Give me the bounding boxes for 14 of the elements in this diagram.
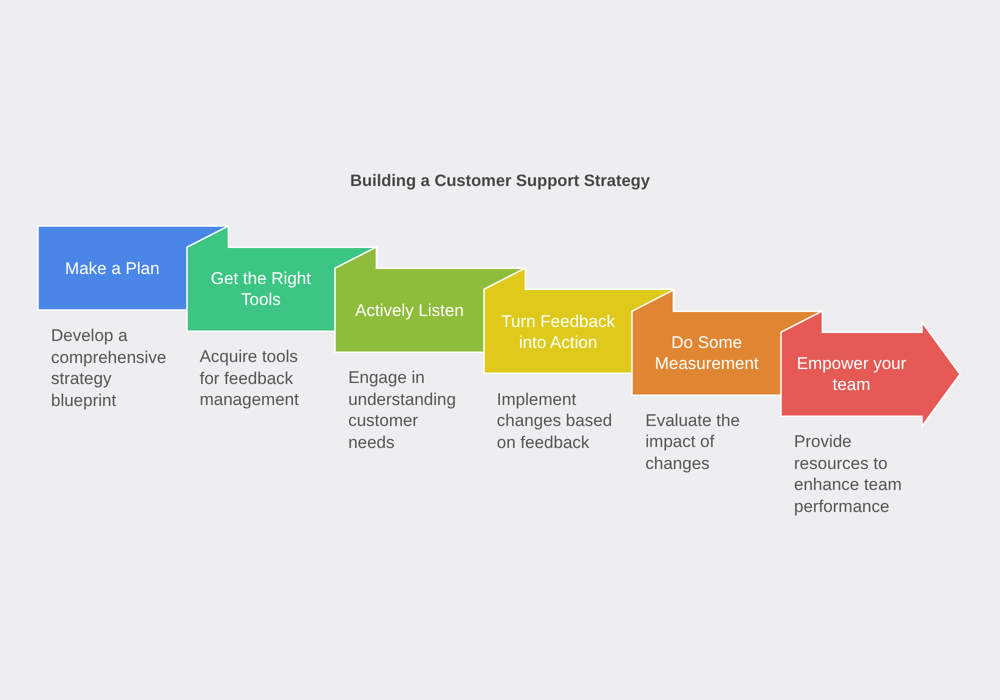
step-description: Implement changes based on feedback bbox=[496, 388, 614, 454]
step-title: Do Some Measurement bbox=[654, 332, 760, 374]
step-title: Actively Listen bbox=[355, 300, 464, 321]
step-title: Empower your team bbox=[796, 352, 908, 395]
step-description: Acquire tools for feedback management bbox=[200, 346, 300, 411]
step-description: Evaluate the impact of changes bbox=[645, 410, 741, 474]
arrow-banner bbox=[781, 310, 961, 426]
diagram-title: Building a Customer Support Strategy bbox=[350, 172, 650, 191]
step-title: Make a Plan bbox=[65, 258, 160, 278]
step-title: Turn Feedback into Action bbox=[500, 310, 616, 353]
step-description: Provide resources to enhance team performance bbox=[794, 431, 903, 517]
step-description: Engage in understanding customer needs bbox=[348, 367, 457, 454]
step-description: Develop a comprehensive strategy blueprint bbox=[51, 325, 168, 411]
step-title: Get the Right Tools bbox=[210, 268, 312, 310]
